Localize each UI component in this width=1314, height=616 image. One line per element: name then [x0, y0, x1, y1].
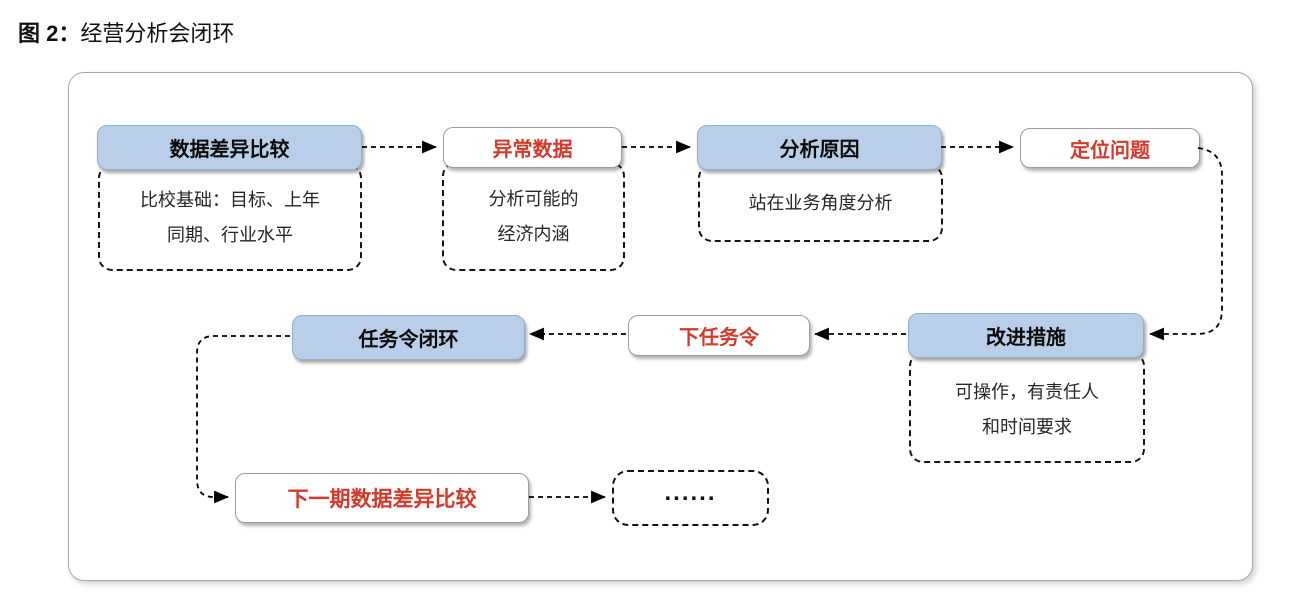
node-label: 数据差异比较: [169, 139, 290, 161]
note-improvement-measures: 可操作，有责任人 和时间要求: [909, 352, 1145, 463]
node-label: 任务令闭环: [358, 329, 459, 351]
note-analyze-cause: 站在业务角度分析: [698, 164, 943, 242]
node-task-order-loop: 任务令闭环: [292, 315, 525, 360]
note-line: 分析可能的: [488, 189, 579, 210]
note-line: 可操作，有责任人: [955, 382, 1099, 403]
note-line: 站在业务角度分析: [748, 192, 893, 213]
node-label: 下一期数据差异比较: [287, 488, 477, 511]
node-ellipsis: ......: [612, 470, 769, 526]
node-label: 下任务令: [679, 327, 759, 349]
note-line: 同期、行业水平: [167, 224, 293, 245]
node-data-diff-compare: 数据差异比较: [97, 125, 362, 170]
figure-caption: 经营分析会闭环: [80, 21, 235, 46]
figure-number-label: 图 2：: [18, 21, 81, 46]
node-locate-problem: 定位问题: [1020, 128, 1200, 168]
node-analyze-cause: 分析原因: [697, 125, 942, 170]
note-abnormal-data: 分析可能的 经济内涵: [442, 162, 625, 271]
note-line: 经济内涵: [497, 223, 570, 244]
node-improvement-measures: 改进措施: [908, 313, 1144, 358]
node-next-period-diff-compare: 下一期数据差异比较: [235, 473, 529, 523]
node-label: 改进措施: [986, 327, 1066, 349]
note-line: 和时间要求: [982, 416, 1072, 437]
node-label: 定位问题: [1070, 139, 1150, 162]
node-label: 分析原因: [779, 139, 860, 161]
node-label: ......: [664, 479, 717, 506]
node-issue-task-order: 下任务令: [628, 315, 810, 356]
node-label: 异常数据: [492, 139, 573, 161]
note-line: 比校基础：目标、上年: [140, 190, 320, 211]
figure-title: 图 2：经营分析会闭环: [18, 16, 234, 48]
note-data-diff-compare: 比校基础：目标、上年 同期、行业水平: [98, 164, 362, 271]
node-abnormal-data: 异常数据: [443, 127, 622, 168]
